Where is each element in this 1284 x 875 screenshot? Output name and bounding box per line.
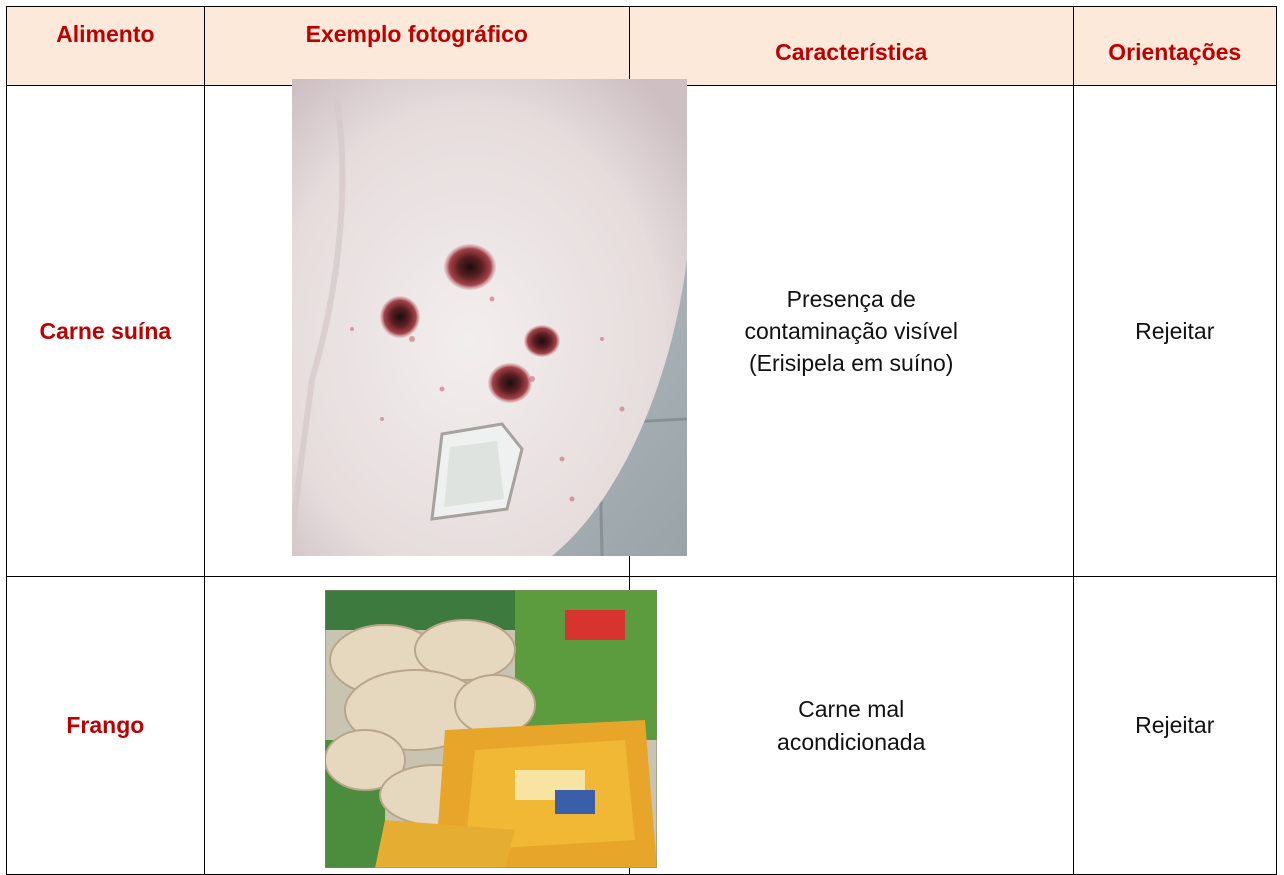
- chicken-packages-photo: [324, 590, 657, 868]
- header-food: Alimento: [6, 6, 205, 86]
- table-header-row: Alimento Exemplo fotográfico Característ…: [6, 6, 1278, 86]
- food-name-chicken: Frango: [6, 576, 205, 875]
- photo-cell-chicken: [203, 576, 657, 875]
- food-inspection-table: Alimento Exemplo fotográfico Característ…: [6, 6, 1278, 875]
- characteristic-pork: Presença de contaminação visível (Erisip…: [628, 85, 1074, 577]
- header-photo-example: Exemplo fotográfico: [203, 6, 630, 86]
- food-name-pork: Carne suína: [6, 85, 205, 577]
- header-guidance: Orientações: [1072, 6, 1278, 86]
- table-row-pork: Carne suína: [6, 79, 1278, 577]
- header-characteristic: Característica: [628, 6, 1074, 86]
- photo-cell-pork: [203, 79, 687, 577]
- guidance-chicken: Rejeitar: [1072, 576, 1278, 875]
- guidance-pork: Rejeitar: [1072, 85, 1278, 577]
- table-row-chicken: Frango: [6, 576, 1278, 875]
- characteristic-chicken: Carne mal acondicionada: [628, 576, 1074, 875]
- pork-skin-lesions-photo: [291, 79, 687, 556]
